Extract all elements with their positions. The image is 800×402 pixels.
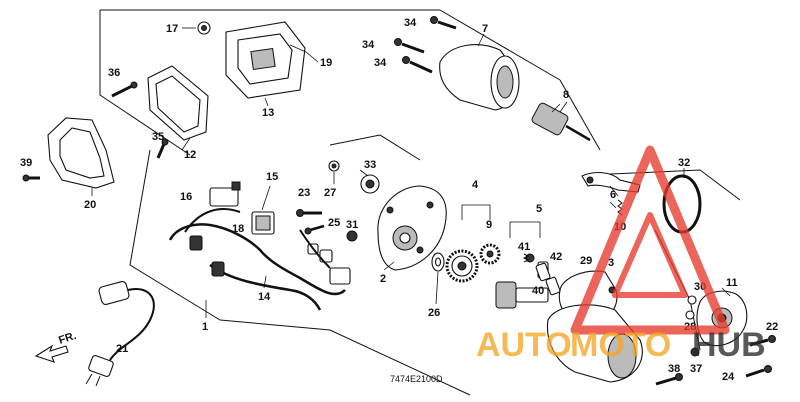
part-38-bolt [655, 373, 683, 386]
watermark-word-2: MOTO [570, 326, 671, 364]
label-15: 15 [266, 171, 278, 183]
part-13-19-relay-box [225, 21, 319, 107]
label-2: 2 [380, 273, 386, 285]
part-25-screw [304, 224, 325, 235]
watermark-word-1: AUTO [476, 326, 572, 364]
label-20: 20 [84, 199, 96, 211]
watermark-logo: AUTO MOTO HUB [476, 145, 766, 364]
part-8-armature [531, 102, 591, 142]
label-34c: 34 [374, 57, 387, 69]
part-18-connector [251, 211, 275, 235]
label-14: 14 [258, 291, 271, 303]
front-arrow: FR. [34, 330, 78, 363]
part-40-roller [545, 276, 561, 296]
part-2-cover-plate [377, 185, 447, 271]
part-1-14-wiring-harness [168, 208, 351, 311]
watermark-word-3: HUB [692, 326, 766, 364]
part-6-bracket [581, 171, 641, 193]
part-16-switch [209, 181, 241, 207]
label-24: 24 [722, 371, 735, 383]
label-32: 32 [678, 157, 690, 169]
part-41-spring [522, 253, 530, 263]
diagram-ref-code: 7474E2100D [390, 374, 443, 384]
part-4-9-bracket [461, 204, 491, 220]
label-39: 39 [20, 157, 32, 169]
label-9: 9 [486, 219, 492, 231]
part-34-bolts [394, 16, 457, 74]
label-12: 12 [184, 149, 196, 161]
label-34b: 34 [362, 39, 375, 51]
label-5: 5 [536, 203, 542, 215]
part-10-spring [617, 199, 623, 216]
watermark-triangle [570, 145, 730, 335]
part-21-power-cord [85, 281, 155, 387]
label-42: 42 [550, 251, 562, 263]
label-7: 7 [482, 23, 488, 35]
part-20-bracket [47, 117, 115, 196]
label-13: 13 [262, 107, 274, 119]
label-11: 11 [726, 277, 738, 289]
front-marker: FR. [57, 330, 78, 347]
leader-lines [205, 33, 731, 318]
label-29: 29 [580, 255, 592, 267]
part-30-washer [687, 295, 697, 305]
part-4-gear [445, 249, 479, 283]
label-21: 21 [116, 343, 128, 355]
part-12-cover [147, 65, 209, 151]
part-23-screw [296, 209, 322, 217]
label-33: 33 [364, 159, 376, 171]
part-7-starter-motor [439, 44, 520, 111]
part-35-bolt [156, 138, 169, 159]
label-31: 31 [346, 219, 358, 231]
part-27-washer [328, 160, 340, 184]
label-35: 35 [152, 131, 164, 143]
part-39-bolt [22, 174, 40, 182]
part-24-bolt [745, 365, 772, 378]
label-16: 16 [180, 191, 192, 203]
label-40: 40 [532, 285, 544, 297]
label-17: 17 [166, 23, 178, 35]
part-9-gear [479, 243, 501, 265]
part-36-bolt [111, 81, 138, 98]
part-labels: 17 19 13 36 12 35 39 20 16 15 18 23 27 2… [20, 17, 778, 383]
label-8: 8 [563, 89, 569, 101]
label-34a: 34 [404, 17, 417, 29]
label-26: 26 [428, 307, 440, 319]
part-28-washer [685, 310, 695, 320]
part-37-nut [690, 347, 700, 357]
part-42-roller [535, 262, 551, 282]
label-18: 18 [232, 223, 244, 235]
label-27: 27 [324, 187, 336, 199]
part-26-washer [431, 252, 445, 272]
label-4: 4 [472, 179, 479, 191]
part-31-nut [346, 230, 358, 242]
part-17-bolt [182, 21, 211, 35]
label-19: 19 [320, 57, 332, 69]
part-22-bolt [749, 335, 776, 347]
watermark-inner-triangle [612, 212, 688, 298]
part-33-bearing [360, 174, 380, 194]
label-23: 23 [298, 187, 310, 199]
label-22: 22 [766, 321, 778, 333]
label-1: 1 [202, 321, 208, 333]
label-37: 37 [690, 363, 702, 375]
label-41: 41 [518, 241, 530, 253]
label-25: 25 [328, 217, 340, 229]
label-38: 38 [668, 363, 680, 375]
label-3: 3 [608, 257, 614, 269]
label-6: 6 [610, 189, 616, 201]
label-36: 36 [108, 67, 120, 79]
